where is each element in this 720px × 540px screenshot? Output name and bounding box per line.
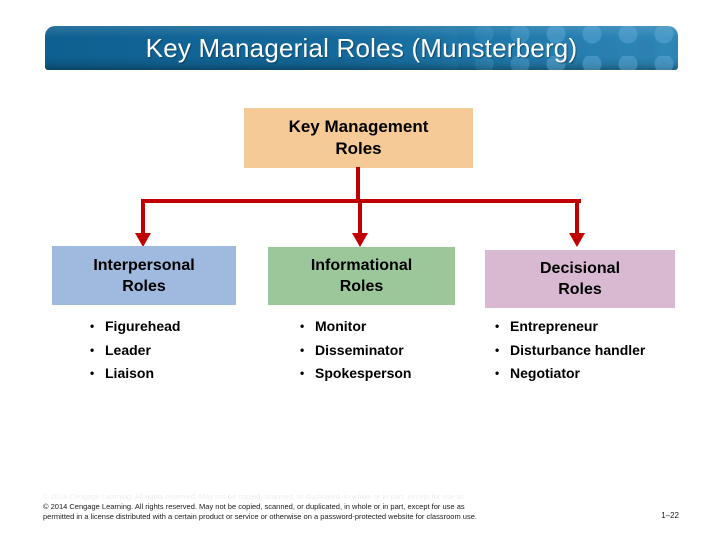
copyright-line1: © 2014 Cengage Learning. All rights rese… (43, 502, 465, 511)
interpersonal-roles-list: • Figurehead • Leader • Liaison (90, 315, 180, 386)
list-item: • Liaison (90, 362, 180, 386)
branch-title-line1: Informational (310, 257, 413, 274)
branch-box-decisional-roles: Decisional Roles (485, 250, 675, 308)
branch-box-informational-roles: Informational Roles (268, 247, 455, 305)
list-item: • Monitor (300, 315, 411, 339)
informational-roles-list: • Monitor • Disseminator • Spokesperson (300, 315, 411, 386)
list-item-label: Monitor (315, 318, 367, 334)
slide-title-bar: Key Managerial Roles (Munsterberg) (45, 26, 678, 70)
bullet-icon: • (495, 342, 500, 357)
list-item: • Spokesperson (300, 362, 411, 386)
branch-title-line1: Decisional (539, 260, 621, 277)
list-item: • Negotiator (495, 362, 645, 386)
arrowhead-middle-icon (352, 233, 368, 247)
copyright-line2: permitted in a license distributed with … (43, 512, 477, 521)
list-item-label: Entrepreneur (510, 318, 598, 334)
list-item-label: Leader (105, 341, 151, 358)
connector-stem (356, 167, 360, 203)
branch-title-line2: Roles (558, 281, 602, 298)
bullet-icon: • (90, 366, 95, 380)
decisional-roles-list: • Entrepreneur • Disturbance handler • N… (495, 315, 645, 386)
slide-page-number: 1–22 (661, 511, 679, 520)
bullet-icon: • (495, 366, 500, 380)
bullet-icon: • (495, 319, 500, 333)
list-item-label: Disturbance handler (510, 341, 646, 358)
bullet-icon: • (90, 342, 95, 357)
connector-drop-right (575, 199, 579, 235)
bullet-icon: • (300, 366, 305, 380)
slide-title: Key Managerial Roles (Munsterberg) (145, 33, 578, 63)
root-box-label-line1: Key Management (288, 117, 429, 136)
root-box-label-line2: Roles (335, 139, 382, 158)
list-item-label: Negotiator (510, 365, 580, 381)
list-item: • Entrepreneur (495, 315, 645, 339)
list-item-label: Liaison (105, 365, 155, 381)
list-item-label: Figurehead (105, 318, 181, 334)
list-item-label: Spokesperson (315, 365, 412, 381)
arrowhead-left-icon (135, 233, 151, 247)
list-item-label: Disseminator (315, 341, 404, 358)
copyright-ghost-text: © 2014 Cengage Learning. All rights rese… (43, 492, 465, 501)
branch-box-interpersonal-roles: Interpersonal Roles (52, 246, 236, 305)
list-item: • Disseminator (300, 339, 411, 363)
list-item: • Leader (90, 339, 180, 363)
branch-title-line1: Interpersonal (93, 256, 195, 274)
bullet-icon: • (300, 319, 305, 333)
bullet-icon: • (300, 342, 305, 357)
branch-title-line2: Roles (122, 277, 166, 295)
branch-title-line2: Roles (339, 278, 384, 295)
connector-drop-middle (358, 199, 362, 235)
bullet-icon: • (90, 319, 95, 333)
arrowhead-right-icon (569, 233, 585, 247)
copyright-notice: © 2014 Cengage Learning. All rights rese… (43, 502, 523, 522)
root-box-key-management-roles: Key Management Roles (244, 108, 473, 168)
connector-drop-left (141, 199, 145, 235)
list-item: • Figurehead (90, 315, 180, 339)
list-item: • Disturbance handler (495, 339, 645, 363)
